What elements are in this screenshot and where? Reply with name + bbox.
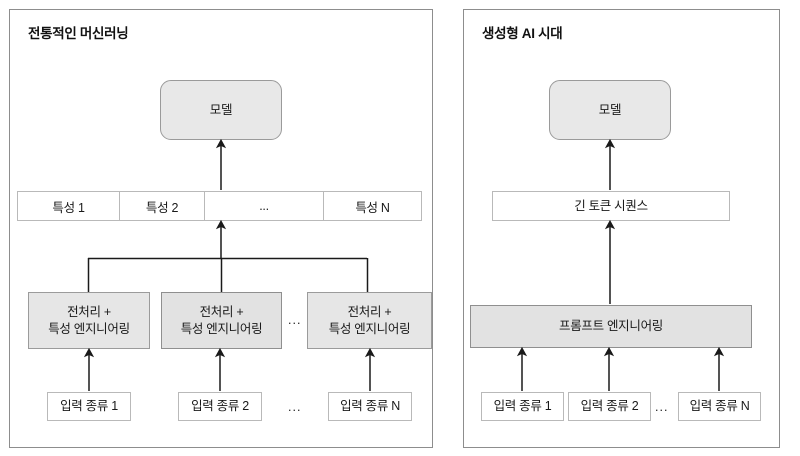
node-input-2-left-label: 입력 종류 2 xyxy=(191,399,249,414)
panel-title-traditional-ml: 전통적인 머신러닝 xyxy=(28,26,129,41)
node-model-generative[interactable]: 모델 xyxy=(549,80,671,140)
node-preprocess-1-line2: 특성 엔지니어링 xyxy=(48,321,130,336)
preprocess-ellipsis: ... xyxy=(288,313,302,327)
node-input-1-left-label: 입력 종류 1 xyxy=(60,399,118,414)
feature-cell-ellipsis: ... xyxy=(204,192,323,220)
node-token-sequence[interactable]: 긴 토큰 시퀀스 xyxy=(492,191,730,221)
node-input-n-right-label: 입력 종류 N xyxy=(689,399,750,414)
node-input-n-left[interactable]: 입력 종류 N xyxy=(328,392,412,421)
node-preprocess-1-line1: 전처리 + xyxy=(67,304,111,319)
panel-generative-ai xyxy=(463,9,780,448)
node-preprocess-2[interactable]: 전처리 + 특성 엔지니어링 xyxy=(161,292,282,349)
node-input-1-right-label: 입력 종류 1 xyxy=(493,399,552,414)
node-preprocess-n-line1: 전처리 + xyxy=(347,304,392,319)
node-preprocess-2-line2: 특성 엔지니어링 xyxy=(180,321,263,336)
node-input-2-left[interactable]: 입력 종류 2 xyxy=(178,392,262,421)
feature-cell-n[interactable]: 특성 N xyxy=(323,192,421,220)
node-prompt-engineering[interactable]: 프롬프트 엔지니어링 xyxy=(470,305,752,348)
feature-cell-1[interactable]: 특성 1 xyxy=(52,200,85,215)
node-input-1-right[interactable]: 입력 종류 1 xyxy=(481,392,564,421)
node-input-1-left[interactable]: 입력 종류 1 xyxy=(47,392,131,421)
node-model-traditional-label: 모델 xyxy=(209,102,233,117)
node-token-sequence-label: 긴 토큰 시퀀스 xyxy=(574,198,648,213)
panel-traditional-ml xyxy=(9,9,433,448)
node-preprocess-1[interactable]: 전처리 + 특성 엔지니어링 xyxy=(28,292,150,349)
node-input-n-right[interactable]: 입력 종류 N xyxy=(678,392,761,421)
node-preprocess-2-line1: 전처리 + xyxy=(199,304,244,319)
node-input-2-right[interactable]: 입력 종류 2 xyxy=(568,392,651,421)
feature-cell-2[interactable]: 특성 2 xyxy=(119,192,204,220)
node-preprocess-n-line2: 특성 엔지니어링 xyxy=(328,321,411,336)
node-preprocess-n[interactable]: 전처리 + 특성 엔지니어링 xyxy=(307,292,432,349)
input-ellipsis-left: ... xyxy=(288,400,302,414)
input-ellipsis-right: ... xyxy=(655,400,669,414)
panel-title-generative-ai: 생성형 AI 시대 xyxy=(482,26,563,41)
node-input-n-left-label: 입력 종류 N xyxy=(340,399,400,414)
node-prompt-engineering-label: 프롬프트 엔지니어링 xyxy=(559,319,663,334)
node-model-traditional[interactable]: 모델 xyxy=(160,80,282,140)
node-input-2-right-label: 입력 종류 2 xyxy=(580,399,639,414)
node-model-generative-label: 모델 xyxy=(598,102,622,117)
feature-row: 특성 1 특성 2 ... 특성 N xyxy=(17,191,422,221)
